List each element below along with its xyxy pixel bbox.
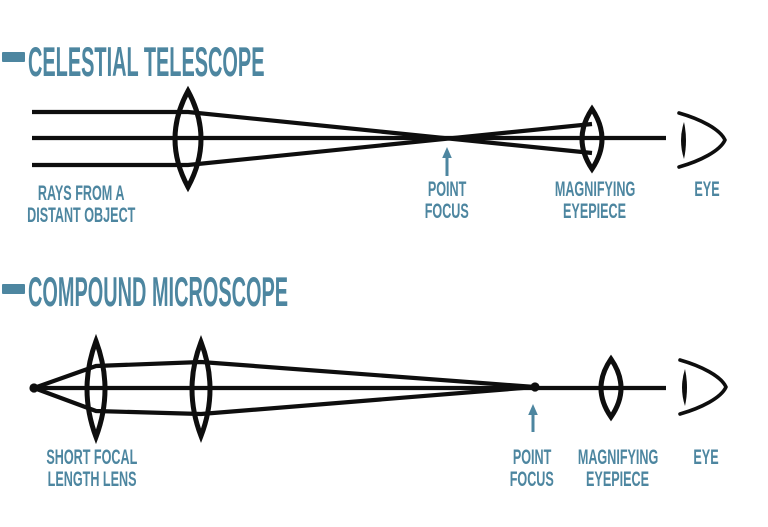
telescope-rays-label: RAYS FROM A DISTANT OBJECT — [26, 182, 136, 227]
short-focal-length-lens-icon — [84, 333, 108, 445]
telescope-section-title: CELESTIAL TELESCOPE — [28, 41, 521, 83]
microscope-bottom-ray — [33, 384, 536, 417]
object-point-dot — [29, 383, 39, 393]
microscope-lens-label: SHORT FOCAL LENGTH LENS — [46, 446, 138, 491]
telescope-objective-lens-icon — [172, 85, 204, 193]
microscope-point-focus-label: POINT FOCUS — [509, 446, 555, 491]
microscope-second-lens-icon — [189, 335, 213, 443]
microscope-title-text: COMPOUND MICROSCOPE — [28, 268, 289, 315]
microscope-eyepiece-lens-icon — [598, 354, 624, 422]
telescope-eyepiece-label: MAGNIFYING EYEPIECE — [554, 178, 636, 223]
microscope-diagram — [29, 333, 728, 445]
telescope-focus-arrow-icon — [442, 147, 452, 176]
telescope-title-text: CELESTIAL TELESCOPE — [28, 38, 265, 85]
microscope-eye-icon — [678, 358, 728, 416]
microscope-title-dash-icon — [2, 284, 25, 294]
microscope-focus-dot — [530, 382, 540, 392]
telescope-eye-icon — [677, 111, 727, 169]
microscope-eyepiece-label: MAGNIFYING EYEPIECE — [577, 446, 659, 491]
microscope-eye-label: EYE — [693, 446, 719, 469]
telescope-eye-label: EYE — [694, 178, 720, 201]
telescope-bottom-ray — [32, 121, 593, 168]
microscope-focus-arrow-icon — [528, 404, 538, 432]
telescope-title-dash-icon — [2, 52, 25, 62]
telescope-diagram — [32, 85, 727, 193]
microscope-section-title: COMPOUND MICROSCOPE — [28, 271, 570, 313]
telescope-eyepiece-lens-icon — [579, 104, 605, 174]
microscope-top-ray — [33, 359, 536, 390]
telescope-point-focus-label: POINT FOCUS — [424, 178, 470, 223]
